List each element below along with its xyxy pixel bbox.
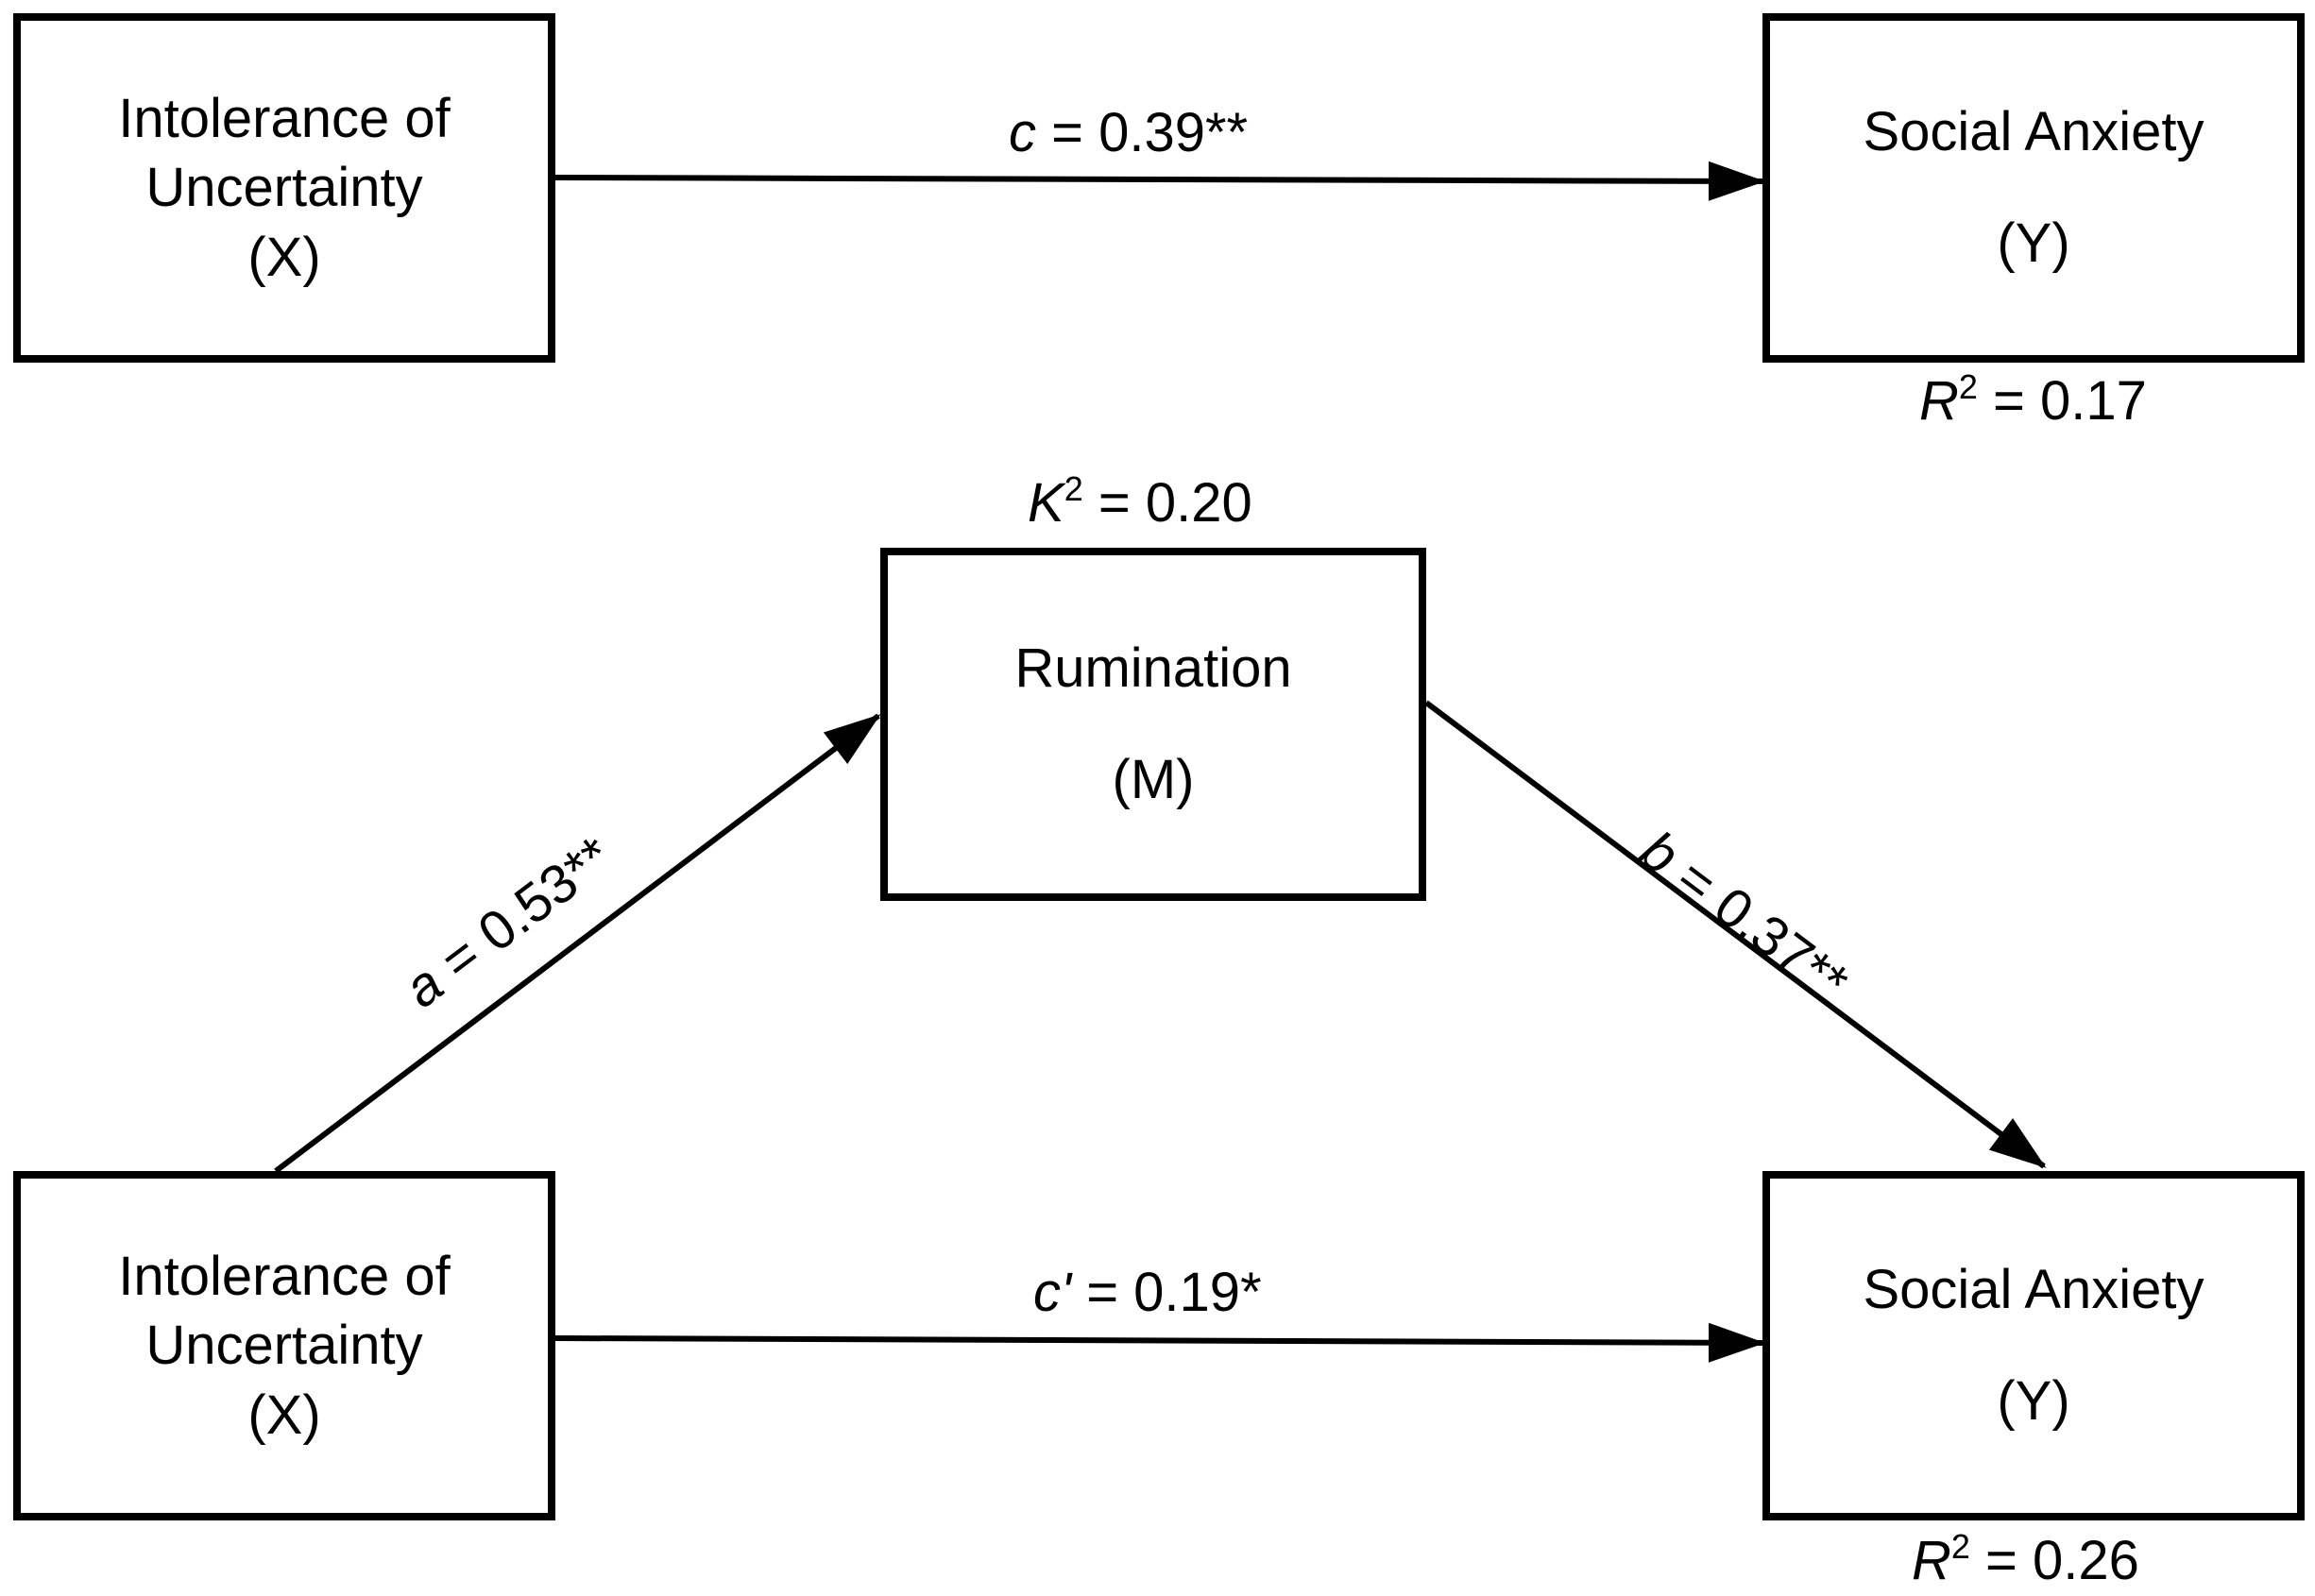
bottom-r2-value: = 0.26 — [1969, 1530, 2139, 1591]
arrow-path-b — [1424, 700, 2047, 1169]
bottom-k2-sup: 2 — [1064, 469, 1083, 508]
bottom-m-line-1: Rumination — [1014, 637, 1292, 700]
bottom-path-c-prime-label: c' = 0.19* — [1033, 1265, 1262, 1320]
bottom-k2-value: = 0.20 — [1082, 472, 1252, 534]
bottom-x-line-1: Intolerance of — [118, 1245, 451, 1307]
top-r2-label: R2 = 0.17 — [1919, 370, 2147, 429]
top-path-c-value: = 0.39** — [1036, 102, 1249, 163]
bottom-r2-label: R2 = 0.26 — [1912, 1530, 2139, 1588]
top-y-box: Social Anxiety (Y) — [1762, 13, 2305, 363]
top-path-c-label: c = 0.39** — [1009, 106, 1248, 161]
top-y-line-1: Social Anxiety — [1863, 101, 2204, 163]
bottom-path-c-prime-letter: c' — [1033, 1262, 1072, 1323]
top-path-c-letter: c — [1009, 102, 1036, 163]
bottom-k2-letter: K — [1028, 472, 1064, 534]
arrow-path-c — [554, 161, 1765, 201]
bottom-y-line-1: Social Anxiety — [1863, 1259, 2204, 1321]
arrow-path-c-prime — [554, 1322, 1765, 1363]
bottom-x-symbol: (X) — [247, 1384, 321, 1446]
bottom-x-box: Intolerance of Uncertainty (X) — [13, 1171, 555, 1520]
bottom-y-symbol: (Y) — [1997, 1370, 2070, 1432]
top-x-box: Intolerance of Uncertainty (X) — [13, 13, 555, 363]
bottom-r2-sup: 2 — [1950, 1527, 1970, 1566]
top-y-symbol: (Y) — [1997, 212, 2070, 274]
bottom-k2-label: K2 = 0.20 — [1028, 472, 1252, 531]
top-x-line-1: Intolerance of — [118, 87, 451, 149]
top-x-symbol: (X) — [247, 226, 321, 288]
bottom-path-c-prime-value: = 0.19* — [1071, 1262, 1262, 1323]
bottom-x-line-2: Uncertainty — [145, 1315, 423, 1377]
top-x-line-2: Uncertainty — [145, 157, 423, 219]
bottom-m-box: Rumination (M) — [880, 548, 1426, 901]
bottom-y-box: Social Anxiety (Y) — [1762, 1171, 2305, 1520]
top-r2-letter: R — [1919, 370, 1959, 432]
arrow-path-a — [274, 713, 881, 1174]
top-r2-value: = 0.17 — [1977, 370, 2147, 432]
bottom-m-symbol: (M) — [1112, 749, 1195, 810]
top-r2-sup: 2 — [1958, 367, 1978, 406]
bottom-r2-letter: R — [1912, 1530, 1951, 1591]
